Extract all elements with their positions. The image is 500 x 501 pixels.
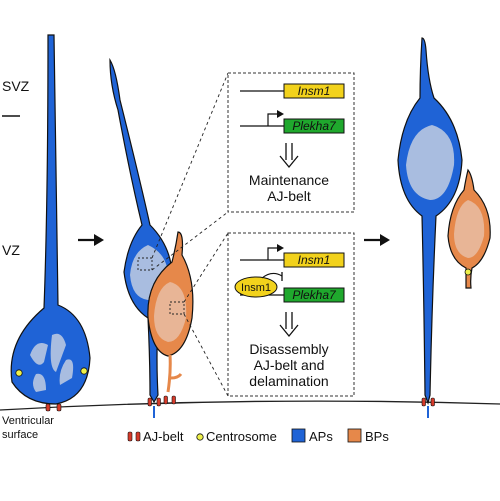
chromosome-spot [33,373,46,392]
plekha7-gene-box [283,118,345,134]
insm1-gene-box [283,252,345,268]
centrosome-legend-icon [196,433,204,441]
legend-aj-belt: AJ-belt [143,429,184,444]
legend-aps: APs [309,429,333,444]
ap-cell-mitotic [10,34,91,412]
legend-bps: BPs [365,429,389,444]
ap-cell-body [10,34,91,405]
zoom-connector [151,211,229,271]
centrosome-dot [15,369,23,377]
plekha7-gene-label: Plekha7 [292,288,337,302]
zoom-square-bp [169,301,185,315]
bps-legend-swatch [347,428,362,443]
lower-outcome-line-1: Disassembly [249,341,328,357]
bp-cell-delaminating [147,231,194,405]
aj-belt-mark [430,397,435,407]
lower-outcome-line-2: AJ-belt and [254,357,325,373]
aj-belt-mark [163,395,168,405]
repression-arc [261,272,283,279]
bp-cell-final [447,168,491,289]
aj-belt-mark [147,397,152,407]
plekha7-gene-label: Plekha7 [292,119,337,133]
zoom-connector [183,313,229,397]
double-arrow-shaft [285,312,293,329]
progression-arrow-1 [78,234,104,246]
zoom-connector [151,72,229,259]
chromosome-spot [30,342,48,365]
ventricular-surface-label-2: surface [2,429,38,441]
aj-belt-mark [156,397,161,407]
insm1-gene-label: Insm1 [298,84,331,98]
chromosome-spot [59,359,74,385]
promoter-arrow [267,247,278,260]
upper-outcome-line-1: Maintenance [249,172,329,188]
bp-process-branch [170,373,183,380]
ventricular-surface-label-1: Ventricular [2,415,54,427]
bp-nucleus [454,200,485,258]
plekha7-gene-box [283,287,345,303]
double-arrow-head [279,155,299,169]
double-arrow-head [279,324,299,338]
aps-legend-swatch [291,428,306,443]
legend-centrosome: Centrosome [206,429,277,444]
aj-belt-mark [56,403,62,412]
aj-belt-legend-icon [127,431,133,442]
ap-nucleus [406,125,455,200]
upper-outcome-line-2: AJ-belt [267,188,311,204]
bp-apical-process [166,354,172,393]
aj-belt-mark [45,403,51,412]
insm1-gene-label: Insm1 [298,253,331,267]
aj-belt-mark [171,395,176,405]
promoter-arrow [267,113,278,126]
insm1-gene-box [283,83,345,99]
centrosome-dot [80,367,88,375]
zoom-connector [183,232,229,303]
zoom-square-ap [137,257,153,271]
double-arrow-shaft [285,143,293,160]
upper-regulation-box: Insm1 Plekha7 Maintenance AJ-belt [227,72,355,213]
vz-label: VZ [2,242,20,258]
chromosome-spot [50,333,66,372]
progression-arrow-2 [364,234,390,246]
svz-label: SVZ [2,78,30,94]
ap-cell-delaminating [109,57,173,418]
legend: AJ-belt Centrosome APs BPs [127,428,389,444]
aj-belt-legend-icon [135,431,141,442]
lower-regulation-box: Insm1 Insm1 Plekha7 Disassembly AJ-belt … [227,232,355,397]
insm1-protein [234,276,278,298]
insm1-protein-label: Insm1 [241,282,271,294]
aj-belt-mark [421,397,426,407]
centrosome-dot [464,268,472,276]
ap-cell-final [397,37,463,418]
ap-cell-body [397,37,463,406]
lower-outcome-line-3: delamination [249,373,328,389]
